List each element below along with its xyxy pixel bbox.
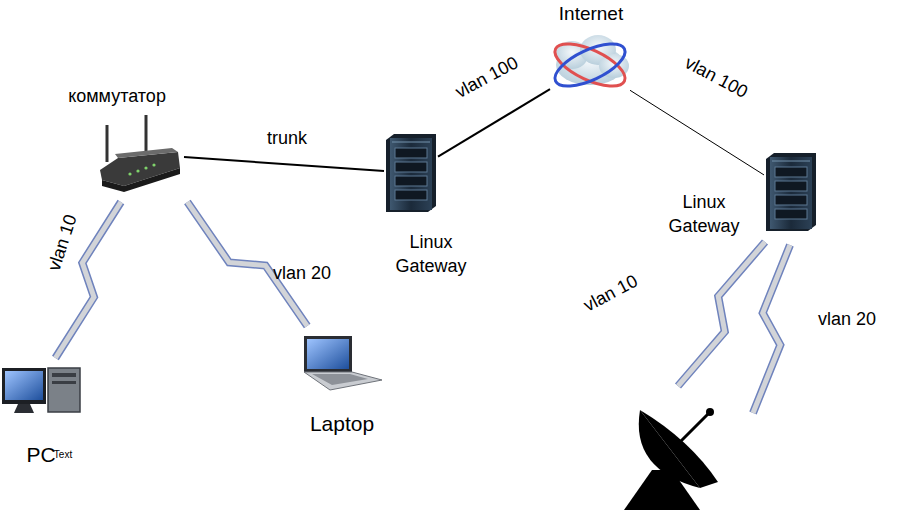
device-label: коммутатор bbox=[68, 84, 166, 108]
wireless-link bbox=[678, 242, 765, 386]
cloud-icon bbox=[549, 35, 631, 95]
network-link bbox=[438, 89, 550, 157]
server-icon bbox=[386, 134, 436, 212]
link-label: vlan 10 bbox=[45, 212, 82, 273]
device-label: Internet bbox=[559, 1, 623, 27]
wireless-link-fill bbox=[678, 242, 765, 386]
device-node: Linux Gateway bbox=[386, 134, 436, 212]
link-line bbox=[184, 157, 384, 171]
laptop-icon bbox=[304, 336, 382, 390]
device-label: Laptop bbox=[310, 410, 374, 438]
switch-icon bbox=[100, 115, 180, 192]
wireless-link bbox=[187, 202, 307, 326]
link-line bbox=[630, 90, 764, 175]
device-node: коммутатор bbox=[100, 114, 182, 194]
wireless-link-outline bbox=[55, 202, 121, 358]
server-icon bbox=[766, 153, 816, 231]
wireless-link-outline bbox=[678, 242, 765, 386]
device-node: Laptop bbox=[302, 334, 384, 392]
network-link bbox=[630, 90, 764, 175]
link-label: vlan 100 bbox=[452, 53, 521, 102]
device-label: Linux Gateway bbox=[654, 190, 754, 239]
device-label: Linux Gateway bbox=[381, 230, 481, 279]
device-label: Text bbox=[54, 448, 72, 462]
device-node: Internet bbox=[552, 36, 628, 94]
link-line bbox=[438, 89, 550, 157]
network-link bbox=[184, 157, 384, 171]
satellite-dish-icon bbox=[624, 408, 718, 510]
wireless-link-fill bbox=[753, 245, 790, 413]
link-label: trunk bbox=[267, 129, 307, 149]
wireless-link-fill bbox=[55, 202, 121, 358]
device-node: PCText bbox=[2, 366, 82, 414]
wireless-link-outline bbox=[753, 245, 790, 413]
link-label: vlan 20 bbox=[273, 264, 331, 284]
wireless-link-outline bbox=[187, 202, 307, 326]
link-label: vlan 100 bbox=[681, 53, 750, 102]
wireless-link-fill bbox=[187, 202, 307, 326]
wireless-link bbox=[55, 202, 121, 358]
pc-icon bbox=[2, 368, 80, 413]
device-label: PC bbox=[26, 441, 55, 469]
vlan-label: vlan 10 bbox=[581, 272, 642, 317]
wireless-link bbox=[753, 245, 790, 413]
device-node: Linux Gateway bbox=[766, 153, 816, 231]
vlan-label: vlan 20 bbox=[818, 310, 876, 330]
